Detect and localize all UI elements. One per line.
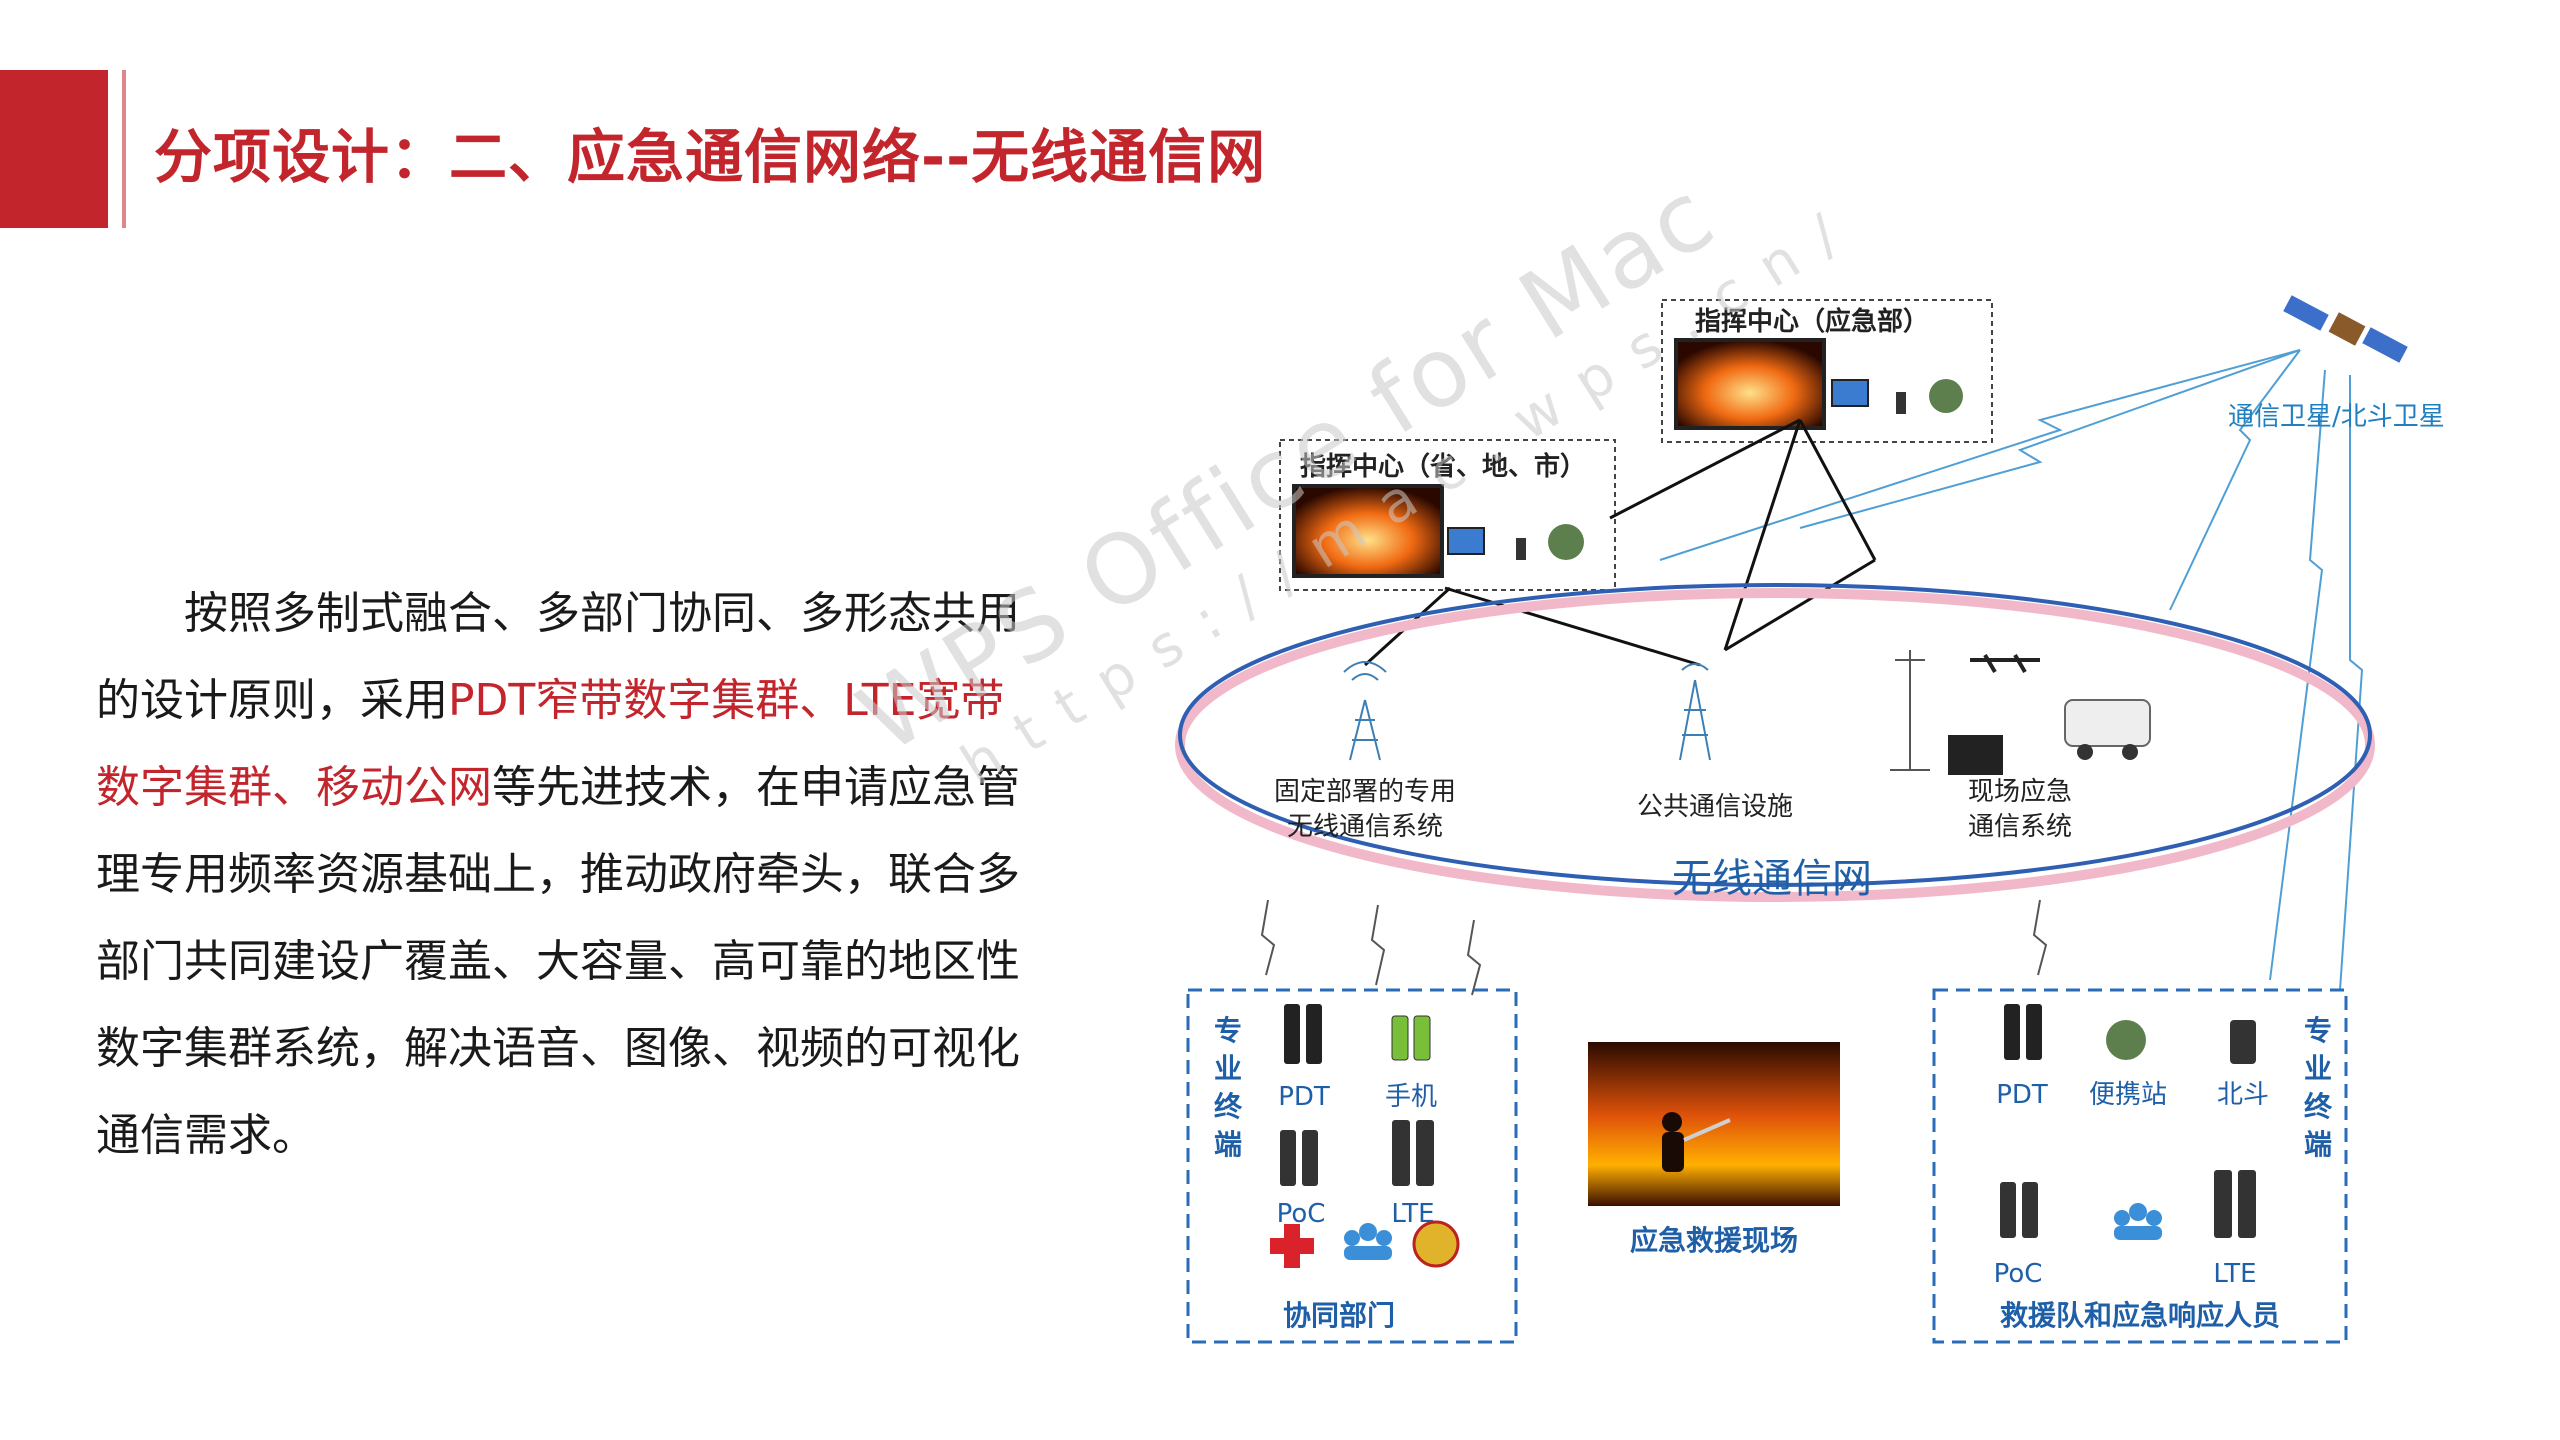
- title-accent-rule: [122, 70, 126, 228]
- satellite-label: 通信卫星/北斗卫星: [2228, 402, 2445, 432]
- rescue-team-box: [1932, 988, 2348, 1344]
- right-vertical-label-2: 业: [2304, 1052, 2332, 1085]
- command-center-left: 指挥中心（省、地、市）: [1279, 439, 1616, 591]
- right-lte-label: LTE: [2213, 1259, 2256, 1289]
- satellite-dish-icon: [1929, 379, 1963, 413]
- left-vertical-label-4: 端: [1214, 1128, 1242, 1161]
- right-vertical-label-3: 终: [2304, 1090, 2333, 1123]
- people-group-icon: [1344, 1223, 1392, 1260]
- left-vertical-label-2: 业: [1214, 1052, 1242, 1085]
- satellite-icon: [2283, 295, 2408, 363]
- beidou-terminal-icon: [2230, 1020, 2256, 1064]
- public-tower-icon: [1679, 663, 1711, 761]
- poc-radio-icon: [1280, 1130, 1318, 1186]
- right-portable-station-label: 便携站: [2089, 1080, 2167, 1110]
- right-vertical-label-4: 端: [2304, 1128, 2332, 1161]
- left-phone-label: 手机: [1385, 1082, 1437, 1112]
- onsite-system-label-line2: 通信系统: [1968, 812, 2072, 842]
- right-beidou-label: 北斗: [2217, 1080, 2269, 1110]
- satellite-links: [1659, 349, 2364, 991]
- right-pdt-label: PDT: [1996, 1080, 2048, 1110]
- vehicle-icon: [2064, 699, 2151, 747]
- radio-handset-icon: [1516, 538, 1526, 560]
- collaborating-departments-box: [1186, 988, 1518, 1344]
- mobile-phone-icon: [1391, 1015, 1431, 1061]
- command-center-left-label: 指挥中心（省、地、市）: [1300, 451, 1586, 482]
- onsite-system-label-line1: 现场应急: [1968, 777, 2072, 807]
- satellite-dish-icon: [1548, 524, 1584, 560]
- network-ellipse-shadow: [1175, 588, 2375, 902]
- rescue-scene-image: [1588, 1042, 1840, 1206]
- computer-icon: [1447, 527, 1485, 555]
- equipment-case-icon: [1948, 735, 2003, 775]
- onsite-equipment: [1890, 650, 2151, 775]
- monitor-screen-icon: [1292, 484, 1444, 578]
- left-vertical-label-3: 终: [1214, 1090, 1243, 1123]
- pdt-radio-icon: [2004, 1004, 2042, 1060]
- wireless-links: [1260, 899, 2048, 996]
- fixed-system-label-line2: 无线通信系统: [1287, 812, 1443, 842]
- fixed-tower-icon: [1343, 661, 1387, 761]
- poc-radio-icon: [2000, 1182, 2038, 1238]
- body-text-part2: 等先进技术，在申请应急管理专用频率资源基础上，推动政府牵头，联合多部门共同建设广…: [96, 762, 1020, 1161]
- lte-terminal-icon: [2214, 1170, 2256, 1238]
- lte-terminal-icon: [1392, 1120, 1434, 1186]
- antenna-mast-icon: [1890, 650, 1930, 771]
- radio-handset-icon: [1896, 392, 1906, 414]
- people-group-icon: [2114, 1203, 2162, 1240]
- left-poc-label: PoC: [1277, 1199, 1326, 1229]
- body-paragraph: 按照多制式融合、多部门协同、多形态共用的设计原则，采用PDT窄带数字集群、LTE…: [96, 570, 1046, 1179]
- left-vertical-label-1: 专: [1214, 1014, 1242, 1047]
- backbone-links: [1363, 418, 1877, 667]
- right-box-caption: 救援队和应急响应人员: [2000, 1299, 2280, 1332]
- computer-icon: [1831, 379, 1869, 407]
- body-highlight: PDT窄带数字集群、LTE宽带数字集群、移动公网: [96, 675, 1005, 813]
- body-text-part1: 按照多制式融合、多部门协同、多形态共用的设计原则，采用: [96, 588, 1020, 726]
- drone-icon: [1970, 653, 2040, 674]
- network-label: 无线通信网: [1672, 856, 1872, 902]
- left-box-caption: 协同部门: [1283, 1299, 1395, 1332]
- network-ellipse: [1178, 583, 2372, 887]
- left-pdt-label: PDT: [1278, 1082, 1330, 1112]
- command-center-top: 指挥中心（应急部）: [1661, 299, 1993, 443]
- monitor-screen-icon: [1674, 338, 1826, 430]
- right-vertical-label-1: 专: [2304, 1014, 2332, 1047]
- right-poc-label: PoC: [1994, 1259, 2043, 1289]
- fixed-system-label-line1: 固定部署的专用: [1274, 777, 1456, 807]
- firefighter-silhouette: [1662, 1112, 1731, 1172]
- pdt-radio-icon: [1284, 1004, 1322, 1064]
- portable-station-icon: [2106, 1020, 2146, 1060]
- police-emblem-icon: [1412, 1220, 1460, 1268]
- public-facility-label: 公共通信设施: [1637, 792, 1793, 822]
- red-cross-icon: [1270, 1224, 1314, 1268]
- rescue-scene-label: 应急救援现场: [1630, 1224, 1798, 1257]
- command-center-top-label: 指挥中心（应急部）: [1695, 306, 1929, 337]
- title-accent-block: [0, 70, 108, 228]
- slide-title: 分项设计：二、应急通信网络--无线通信网: [154, 123, 1267, 191]
